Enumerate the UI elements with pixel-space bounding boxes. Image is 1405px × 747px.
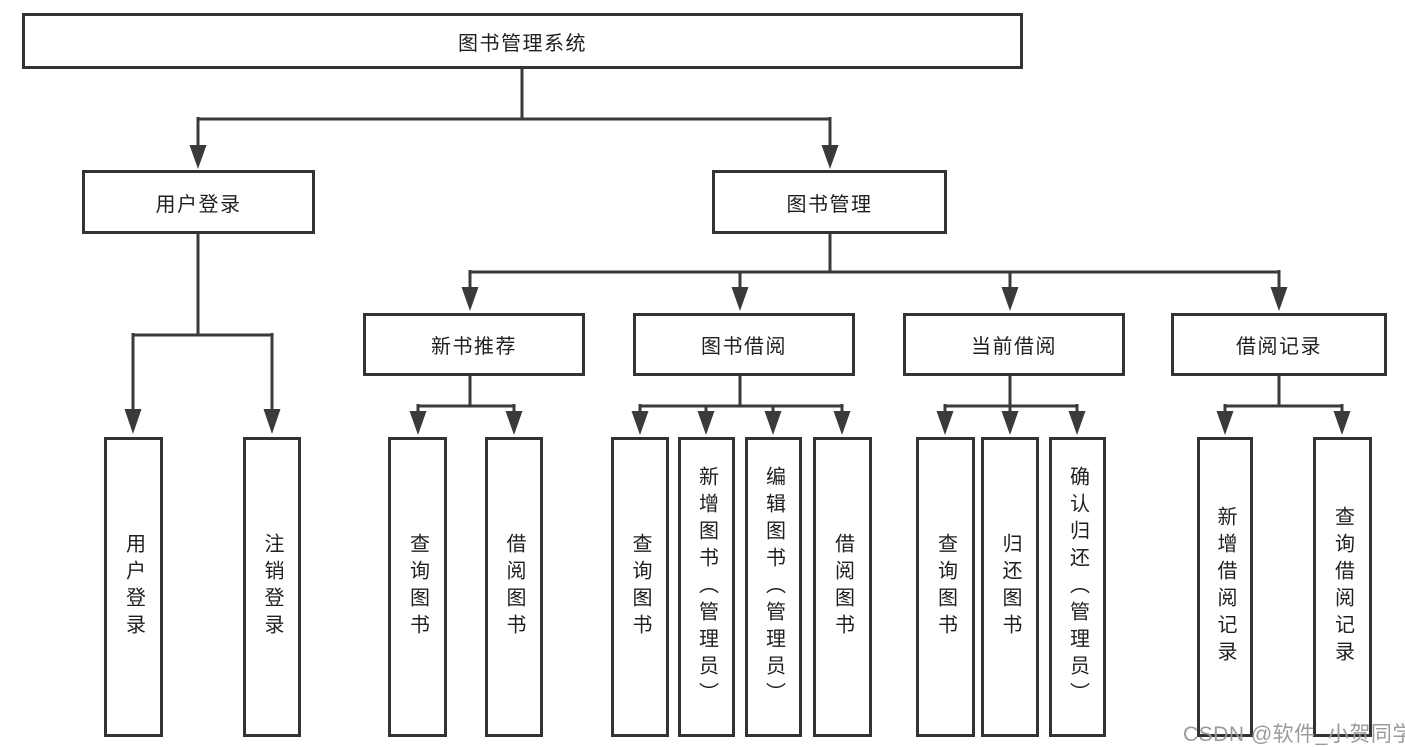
leaf-borrow-book-2-label: 借阅图书: [831, 533, 854, 641]
leaf-query-borrow-record: 查询借阅记录: [1313, 437, 1372, 737]
leaf-borrow-book-2: 借阅图书: [813, 437, 872, 737]
connector-book-mgmt-to-level3: [461, 234, 1288, 311]
leaf-add-book-admin-label: 新增图书（管理员）: [695, 465, 718, 709]
leaf-add-borrow-record: 新增借阅记录: [1197, 437, 1253, 737]
leaf-borrow-book-1: 借阅图书: [485, 437, 543, 737]
watermark-text: CSDN @软件_小贺同学: [1183, 723, 1405, 746]
node-borrow-records: 借阅记录: [1171, 313, 1387, 376]
leaf-logout: 注销登录: [243, 437, 301, 737]
connector-book-borrow-children: [631, 376, 851, 435]
leaf-edit-book-admin-label: 编辑图书（管理员）: [762, 465, 785, 709]
leaf-query-book-1-label: 查询图书: [406, 533, 429, 641]
leaf-return-book: 归还图书: [981, 437, 1039, 737]
node-current-borrow-label: 当前借阅: [971, 336, 1057, 358]
connector-root-to-level2: [189, 68, 839, 169]
node-user-login-label: 用户登录: [155, 193, 242, 216]
leaf-query-book-3-label: 查询图书: [934, 533, 957, 641]
leaf-borrow-book-1-label: 借阅图书: [503, 533, 525, 641]
leaf-query-book-2: 查询图书: [611, 437, 669, 737]
connector-new-book-children: [409, 376, 523, 435]
node-book-borrow: 图书借阅: [633, 313, 855, 376]
leaf-add-book-admin: 新增图书（管理员）: [678, 437, 735, 737]
node-root: 图书管理系统: [22, 13, 1023, 69]
node-user-login: 用户登录: [82, 170, 315, 234]
leaf-user-login: 用户登录: [104, 437, 163, 737]
leaf-user-login-label: 用户登录: [122, 533, 145, 641]
leaf-query-book-2-label: 查询图书: [629, 533, 651, 641]
node-book-management: 图书管理: [712, 170, 947, 234]
leaf-edit-book-admin: 编辑图书（管理员）: [745, 437, 802, 737]
node-root-label: 图书管理系统: [458, 32, 587, 55]
leaf-add-borrow-record-label: 新增借阅记录: [1214, 506, 1236, 668]
leaf-return-book-label: 归还图书: [999, 533, 1021, 641]
leaf-confirm-return-admin-label: 确认归还（管理员）: [1066, 465, 1089, 709]
node-new-book-recommend-label: 新书推荐: [431, 336, 517, 358]
node-borrow-records-label: 借阅记录: [1236, 336, 1322, 358]
connector-user-login-children: [124, 234, 281, 434]
leaf-confirm-return-admin: 确认归还（管理员）: [1049, 437, 1106, 737]
node-current-borrow: 当前借阅: [903, 313, 1125, 376]
leaf-query-book-3: 查询图书: [916, 437, 975, 737]
node-book-management-label: 图书管理: [786, 193, 873, 216]
leaf-query-book-1: 查询图书: [388, 437, 447, 737]
connector-borrow-records-children: [1216, 376, 1351, 435]
leaf-query-borrow-record-label: 查询借阅记录: [1331, 506, 1354, 668]
node-book-borrow-label: 图书借阅: [701, 336, 787, 358]
connector-current-borrow-children: [936, 376, 1086, 435]
node-new-book-recommend: 新书推荐: [363, 313, 585, 376]
leaf-logout-label: 注销登录: [261, 533, 283, 641]
